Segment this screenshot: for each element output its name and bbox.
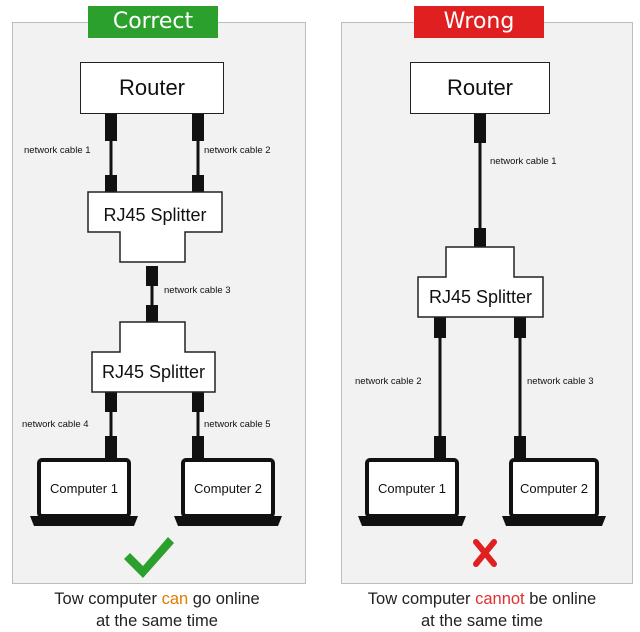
cross-icon	[473, 539, 497, 567]
laptop-left-1	[30, 458, 138, 526]
caption-wrong-highlight: cannot	[475, 590, 525, 608]
connectors-right	[434, 113, 526, 458]
wrong-badge: Wrong	[414, 6, 544, 38]
laptop-right-1	[358, 458, 466, 526]
laptop-right-2	[502, 458, 606, 526]
router-right: Router	[410, 62, 550, 114]
cable-label-left-3: network cable 3	[164, 285, 231, 296]
laptop-left-2	[174, 458, 282, 526]
caption-wrong: Tow computer cannot be online at the sam…	[337, 588, 627, 632]
correct-badge: Correct	[88, 6, 218, 38]
caption-correct-post: go online	[188, 590, 260, 608]
caption-correct-highlight: can	[161, 590, 189, 608]
caption-wrong-post: be online	[524, 590, 597, 608]
cable-label-right-2: network cable 2	[355, 376, 422, 387]
check-icon	[124, 537, 174, 578]
cable-label-left-5: network cable 5	[204, 419, 271, 430]
computer-label-left-2: Computer 2	[194, 481, 262, 496]
computer-label-left-1: Computer 1	[50, 481, 118, 496]
cable-label-left-1: network cable 1	[24, 145, 91, 156]
splitter-label-left-1: RJ45 Splitter	[103, 205, 207, 225]
caption-correct-line2: at the same time	[96, 612, 218, 630]
splitter-label-left-2: RJ45 Splitter	[101, 362, 206, 382]
splitter-shape-left-1	[87, 191, 223, 263]
cable-label-left-4: network cable 4	[22, 419, 89, 430]
splitter-shape-left-2	[91, 321, 216, 393]
cable-label-left-2: network cable 2	[204, 145, 271, 156]
computer-label-right-1: Computer 1	[378, 481, 446, 496]
computer-label-right-2: Computer 2	[520, 481, 588, 496]
caption-wrong-pre: Tow computer	[367, 590, 476, 608]
caption-wrong-line2: at the same time	[421, 612, 543, 630]
splitter-label-right: RJ45 Splitter	[428, 287, 533, 307]
caption-correct-pre: Tow computer	[54, 590, 162, 608]
cable-label-right-3: network cable 3	[527, 376, 594, 387]
router-left: Router	[80, 62, 224, 114]
cables-right	[438, 140, 522, 440]
splitter-shape-right	[417, 246, 544, 318]
cable-label-right-1: network cable 1	[490, 156, 557, 167]
caption-correct: Tow computer can go online at the same t…	[12, 588, 302, 632]
